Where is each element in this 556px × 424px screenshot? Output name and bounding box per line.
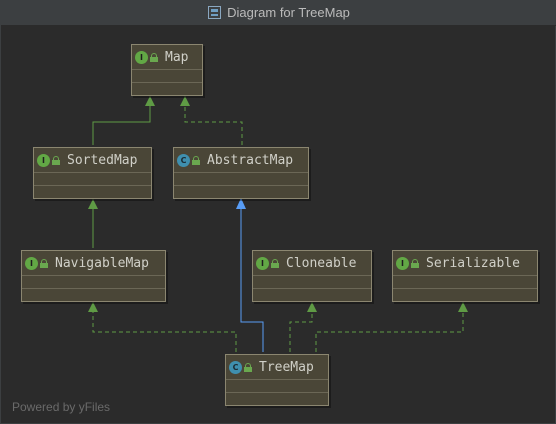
node-abstractmap[interactable]: C AbstractMap [173, 147, 309, 199]
interface-icon: I [25, 256, 38, 270]
lock-icon [244, 362, 252, 372]
diagram-icon [208, 6, 222, 19]
powered-by-label: Powered by yFiles [12, 400, 111, 414]
lock-icon [150, 52, 158, 62]
node-navigablemap[interactable]: I NavigableMap [21, 250, 166, 302]
diagram-canvas[interactable]: I Map I SortedMap C AbstractMap [1, 26, 556, 424]
abstract-class-icon: C [177, 153, 190, 167]
node-label: Serializable [426, 255, 520, 271]
fields-section [253, 276, 371, 289]
node-header: I SortedMap [34, 148, 151, 173]
title-bar[interactable]: Diagram for TreeMap [1, 0, 556, 26]
arrowhead-treemap-serializable [458, 302, 468, 312]
class-icon: C [229, 360, 242, 374]
lock-icon [40, 258, 48, 268]
node-header: I Map [132, 45, 202, 70]
interface-icon: I [396, 256, 409, 270]
edge-treemap-abstractmap [240, 202, 264, 352]
lock-icon [52, 155, 60, 165]
node-header: C AbstractMap [174, 148, 308, 173]
node-label: Map [165, 49, 189, 65]
arrowhead-treemap-abstractmap [236, 198, 246, 209]
node-label: NavigableMap [55, 255, 149, 271]
node-header: I NavigableMap [22, 251, 165, 276]
lock-icon [192, 155, 200, 165]
interface-icon: I [256, 256, 269, 270]
arrowhead-treemap-navigablemap [88, 302, 98, 312]
node-header: I Serializable [393, 251, 537, 276]
fields-section [132, 70, 202, 83]
node-serializable[interactable]: I Serializable [392, 250, 538, 302]
window-title: Diagram for TreeMap [227, 5, 350, 20]
node-cloneable[interactable]: I Cloneable [252, 250, 372, 302]
arrowhead-sortedmap-map [145, 96, 155, 106]
arrowhead-navigablemap-sortedmap [88, 199, 98, 209]
arrowhead-abstractmap-map [180, 96, 190, 106]
node-header: C TreeMap [226, 355, 328, 380]
node-map[interactable]: I Map [131, 44, 203, 96]
node-header: I Cloneable [253, 251, 371, 276]
edge-treemap-navigablemap [92, 305, 237, 352]
lock-icon [411, 258, 419, 268]
edge-treemap-serializable [315, 305, 464, 352]
fields-section [226, 380, 328, 393]
edges-layer [88, 96, 468, 352]
edge-treemap-cloneable [289, 305, 313, 352]
lock-icon [271, 258, 279, 268]
edge-sortedmap-map [92, 99, 151, 145]
interface-icon: I [135, 50, 148, 64]
edge-abstractmap-map [184, 99, 243, 145]
fields-section [393, 276, 537, 289]
fields-section [174, 173, 308, 186]
node-treemap[interactable]: C TreeMap [225, 354, 329, 406]
fields-section [34, 173, 151, 186]
node-label: AbstractMap [207, 152, 294, 168]
node-label: Cloneable [286, 255, 357, 271]
interface-icon: I [37, 153, 50, 167]
node-label: SortedMap [67, 152, 138, 168]
arrowhead-treemap-cloneable [307, 302, 317, 312]
fields-section [22, 276, 165, 289]
node-sortedmap[interactable]: I SortedMap [33, 147, 152, 199]
node-label: TreeMap [259, 359, 314, 375]
